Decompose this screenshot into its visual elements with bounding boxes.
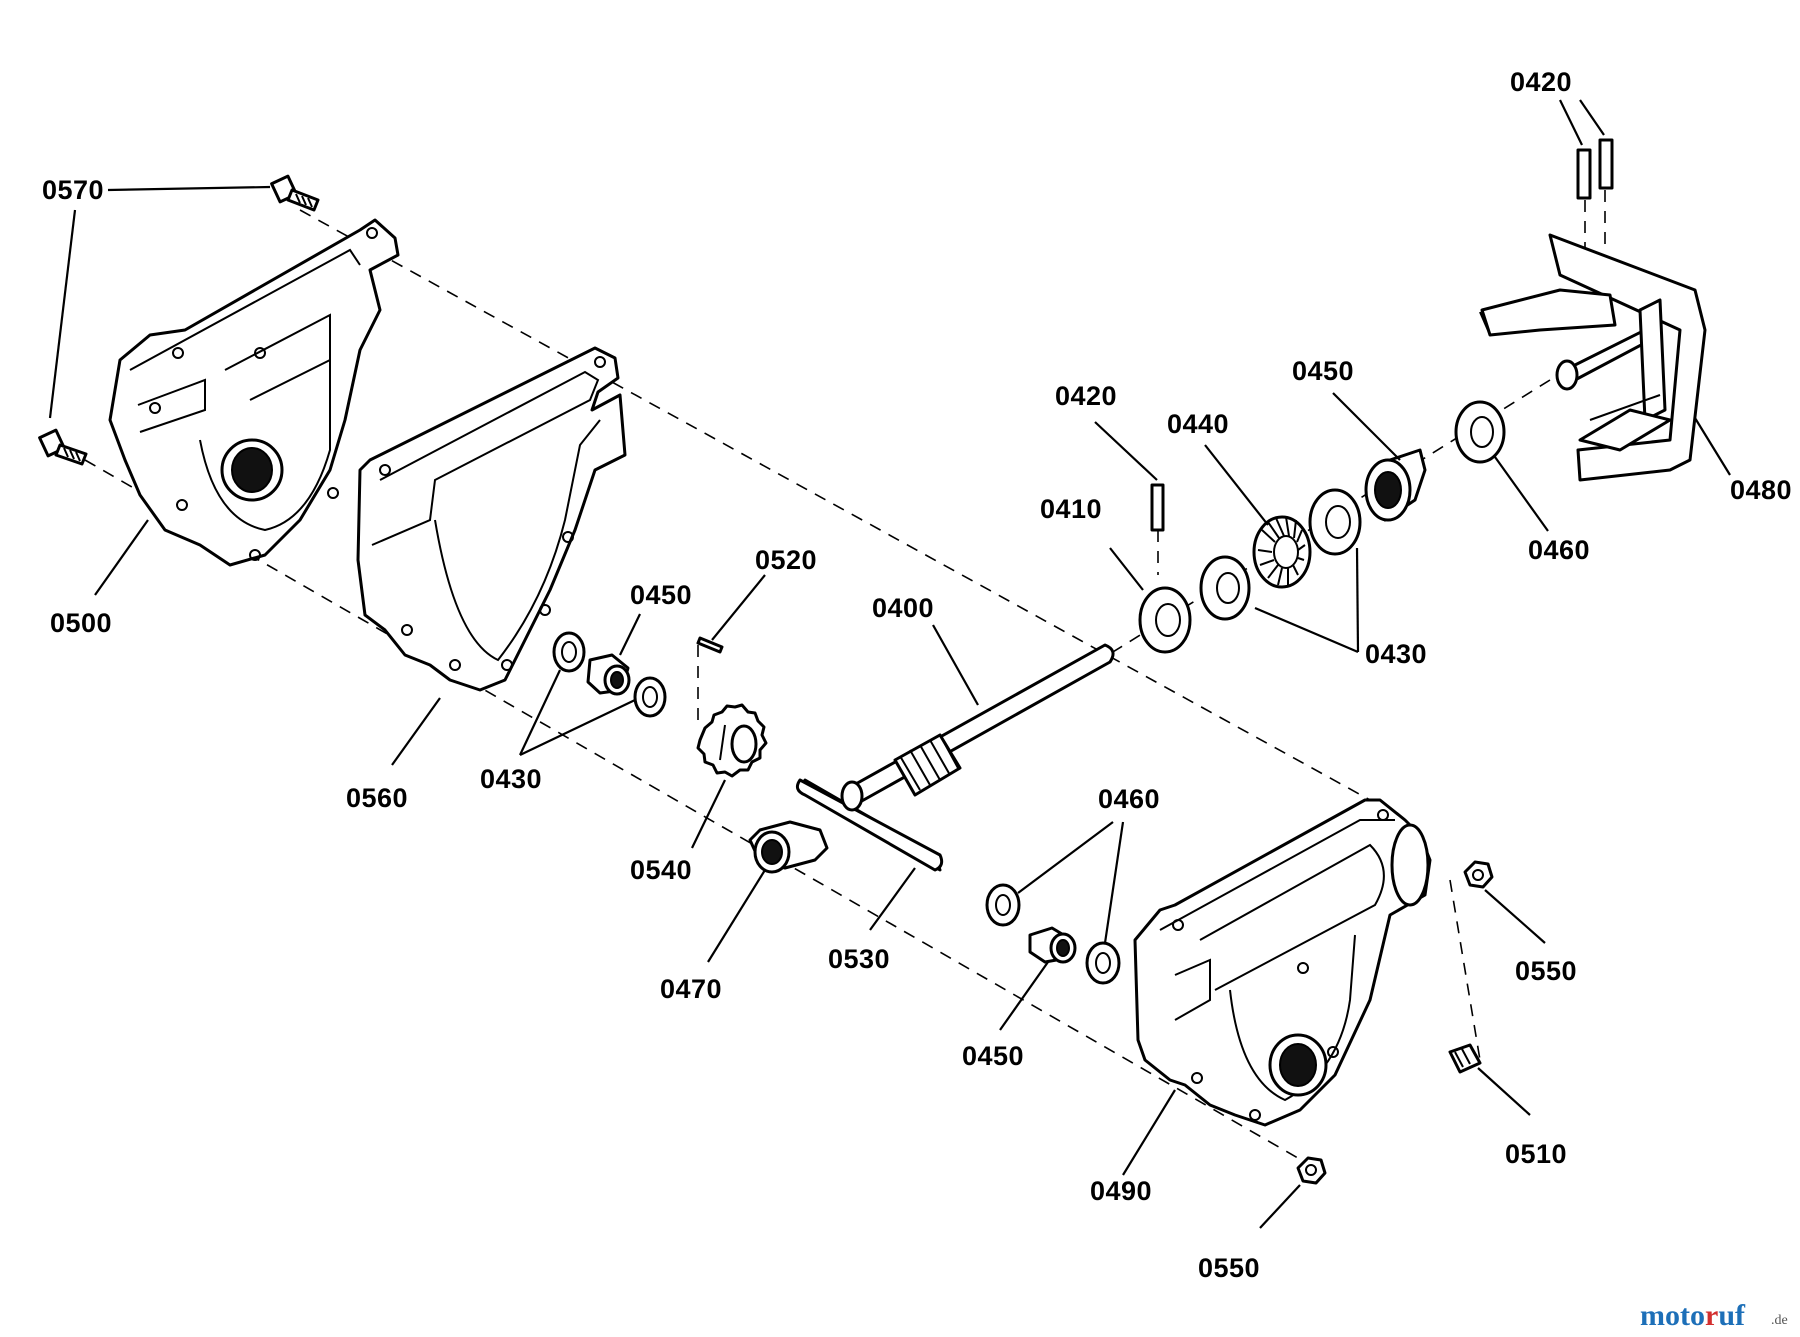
gasket-0560 xyxy=(356,346,627,692)
label-0420-top: 0420 xyxy=(1510,67,1572,97)
label-0560: 0560 xyxy=(346,783,408,813)
leader-lines xyxy=(48,99,1731,1229)
gear-0540 xyxy=(696,703,768,778)
label-0400: 0400 xyxy=(872,593,934,623)
bushing-0470 xyxy=(748,820,829,874)
bushing-0450-mid xyxy=(1028,926,1077,964)
part-labels: 0570 0500 0560 0430 0450 0520 0540 0470 … xyxy=(42,67,1792,1283)
label-0450-right: 0450 xyxy=(1292,356,1354,386)
label-0420-mid: 0420 xyxy=(1055,381,1117,411)
label-0530: 0530 xyxy=(828,944,890,974)
svg-text:.de: .de xyxy=(1771,1313,1788,1328)
shaft-0530 xyxy=(795,778,944,872)
washer-0430-right-a xyxy=(1199,555,1251,621)
pin-0420-mid xyxy=(1150,483,1165,532)
label-0410: 0410 xyxy=(1040,494,1102,524)
shaft-0400 xyxy=(840,643,1115,812)
label-0460-mid: 0460 xyxy=(1098,784,1160,814)
label-0490: 0490 xyxy=(1090,1176,1152,1206)
washer-0460-mid-a xyxy=(985,883,1021,927)
label-0450-mid: 0450 xyxy=(962,1041,1024,1071)
bolt-0570-top xyxy=(270,174,320,212)
setscrew-0510 xyxy=(1448,1043,1482,1074)
label-0430-right: 0430 xyxy=(1365,639,1427,669)
washer-0460-mid-b xyxy=(1085,941,1121,985)
label-0440: 0440 xyxy=(1167,409,1229,439)
impeller-0480 xyxy=(1479,233,1707,482)
bushing-0450-left xyxy=(586,653,631,696)
washer-0410 xyxy=(1138,586,1192,654)
key-0520 xyxy=(696,636,724,654)
label-0460-right: 0460 xyxy=(1528,535,1590,565)
svg-text:motoruf: motoruf xyxy=(1640,1299,1746,1332)
label-0500: 0500 xyxy=(50,608,112,638)
label-0510: 0510 xyxy=(1505,1139,1567,1169)
watermark-logo: motoruf .de xyxy=(1640,1299,1788,1332)
bearing-0440 xyxy=(1252,515,1312,589)
label-0430-left: 0430 xyxy=(480,764,542,794)
housing-0500 xyxy=(108,218,400,567)
bolt-0570-left xyxy=(38,428,88,466)
washer-0430-right-b xyxy=(1308,488,1362,556)
housing-0490 xyxy=(1133,798,1432,1127)
pins-0420-top xyxy=(1576,138,1614,200)
label-0540: 0540 xyxy=(630,855,692,885)
label-0550-right: 0550 xyxy=(1515,956,1577,986)
label-0450-left: 0450 xyxy=(630,580,692,610)
label-0570: 0570 xyxy=(42,175,104,205)
nut-0550-right xyxy=(1463,860,1494,889)
washer-0460-right xyxy=(1454,400,1506,464)
label-0550-bottom: 0550 xyxy=(1198,1253,1260,1283)
bushing-0450-right xyxy=(1364,448,1427,522)
washer-0430-left-a xyxy=(552,631,586,673)
nut-0550-bottom xyxy=(1296,1156,1327,1185)
label-0470: 0470 xyxy=(660,974,722,1004)
label-0520: 0520 xyxy=(755,545,817,575)
label-0480: 0480 xyxy=(1730,475,1792,505)
washer-0430-left-b xyxy=(633,676,667,718)
